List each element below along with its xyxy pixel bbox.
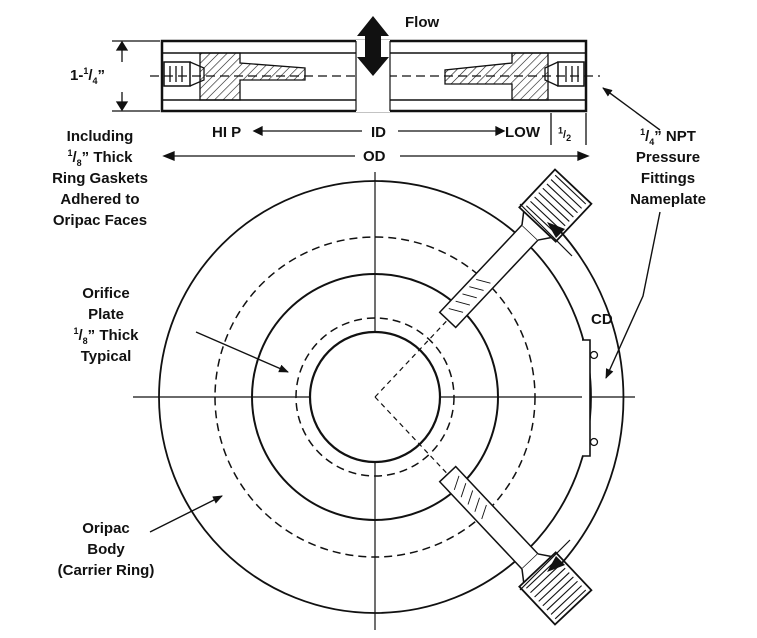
height-dimension-label: 1-1/4” <box>70 66 106 86</box>
orifice-line1: Orifice <box>82 285 130 302</box>
gaskets-num: 1 <box>67 148 73 158</box>
gaskets-line4: Adhered to <box>60 191 140 208</box>
fittings-leader <box>602 87 661 131</box>
cd-label: CD <box>591 311 613 328</box>
fittings-npt: ” NPT <box>654 128 696 145</box>
gaskets-line1: Including <box>66 128 134 145</box>
half-num: 1 <box>558 125 564 136</box>
face-view <box>133 168 635 630</box>
height-den: 4 <box>92 76 98 86</box>
nameplate-leader <box>605 211 661 379</box>
fittings-line4: Nameplate <box>630 191 706 208</box>
fittings-line3: Fittings <box>640 170 696 187</box>
body-line1: Oripac <box>82 520 130 537</box>
orifice-line2: Plate <box>88 306 124 323</box>
od-dimension <box>162 151 590 161</box>
fittings-line2: Pressure <box>635 149 701 166</box>
cd-arrow-top <box>547 222 565 238</box>
fittings-num: 1 <box>640 127 646 137</box>
orifice-num: 1 <box>73 326 79 336</box>
cd-arrow-bottom <box>547 556 565 572</box>
orifice-note: Orifice Plate 1/8” Thick Typical <box>46 283 166 367</box>
half-den: 2 <box>566 133 572 144</box>
orifice-line3: 1/8” Thick <box>73 326 139 346</box>
orifice-thick: ” Thick <box>87 327 139 344</box>
fittings-line1: 1/4” NPT <box>640 127 696 147</box>
body-note: Oripac Body (Carrier Ring) <box>36 518 176 581</box>
gaskets-den: 8 <box>76 158 82 168</box>
od-label: OD <box>363 148 386 165</box>
orifice-leader <box>195 331 289 373</box>
orifice-den: 8 <box>82 336 88 346</box>
body-leader <box>149 495 223 533</box>
orifice-line4: Typical <box>80 348 132 365</box>
flow-label: Flow <box>405 14 440 31</box>
gaskets-line2: 1/8” Thick <box>67 148 133 168</box>
half-dimension-label: 1/2 <box>558 125 572 144</box>
body-line3: (Carrier Ring) <box>57 562 155 579</box>
gaskets-thick: ” Thick <box>81 149 133 166</box>
height-whole: 1- <box>70 67 84 84</box>
fittings-note: 1/4” NPT Pressure Fittings Nameplate <box>608 126 728 210</box>
body-line2: Body <box>87 541 125 558</box>
height-dimension <box>112 40 160 112</box>
height-unit: ” <box>97 67 106 84</box>
gaskets-note: Including 1/8” Thick Ring Gaskets Adhere… <box>25 126 175 231</box>
height-num: 1 <box>83 66 89 76</box>
low-label: LOW <box>505 124 540 141</box>
gaskets-line5: Oripac Faces <box>52 212 148 229</box>
hi-p-label: HI P <box>212 124 242 141</box>
gaskets-line3: Ring Gaskets <box>52 170 148 187</box>
flow-arrow <box>357 16 389 76</box>
id-dimension <box>252 113 587 145</box>
id-label: ID <box>371 124 386 141</box>
fittings-den: 4 <box>649 137 655 147</box>
